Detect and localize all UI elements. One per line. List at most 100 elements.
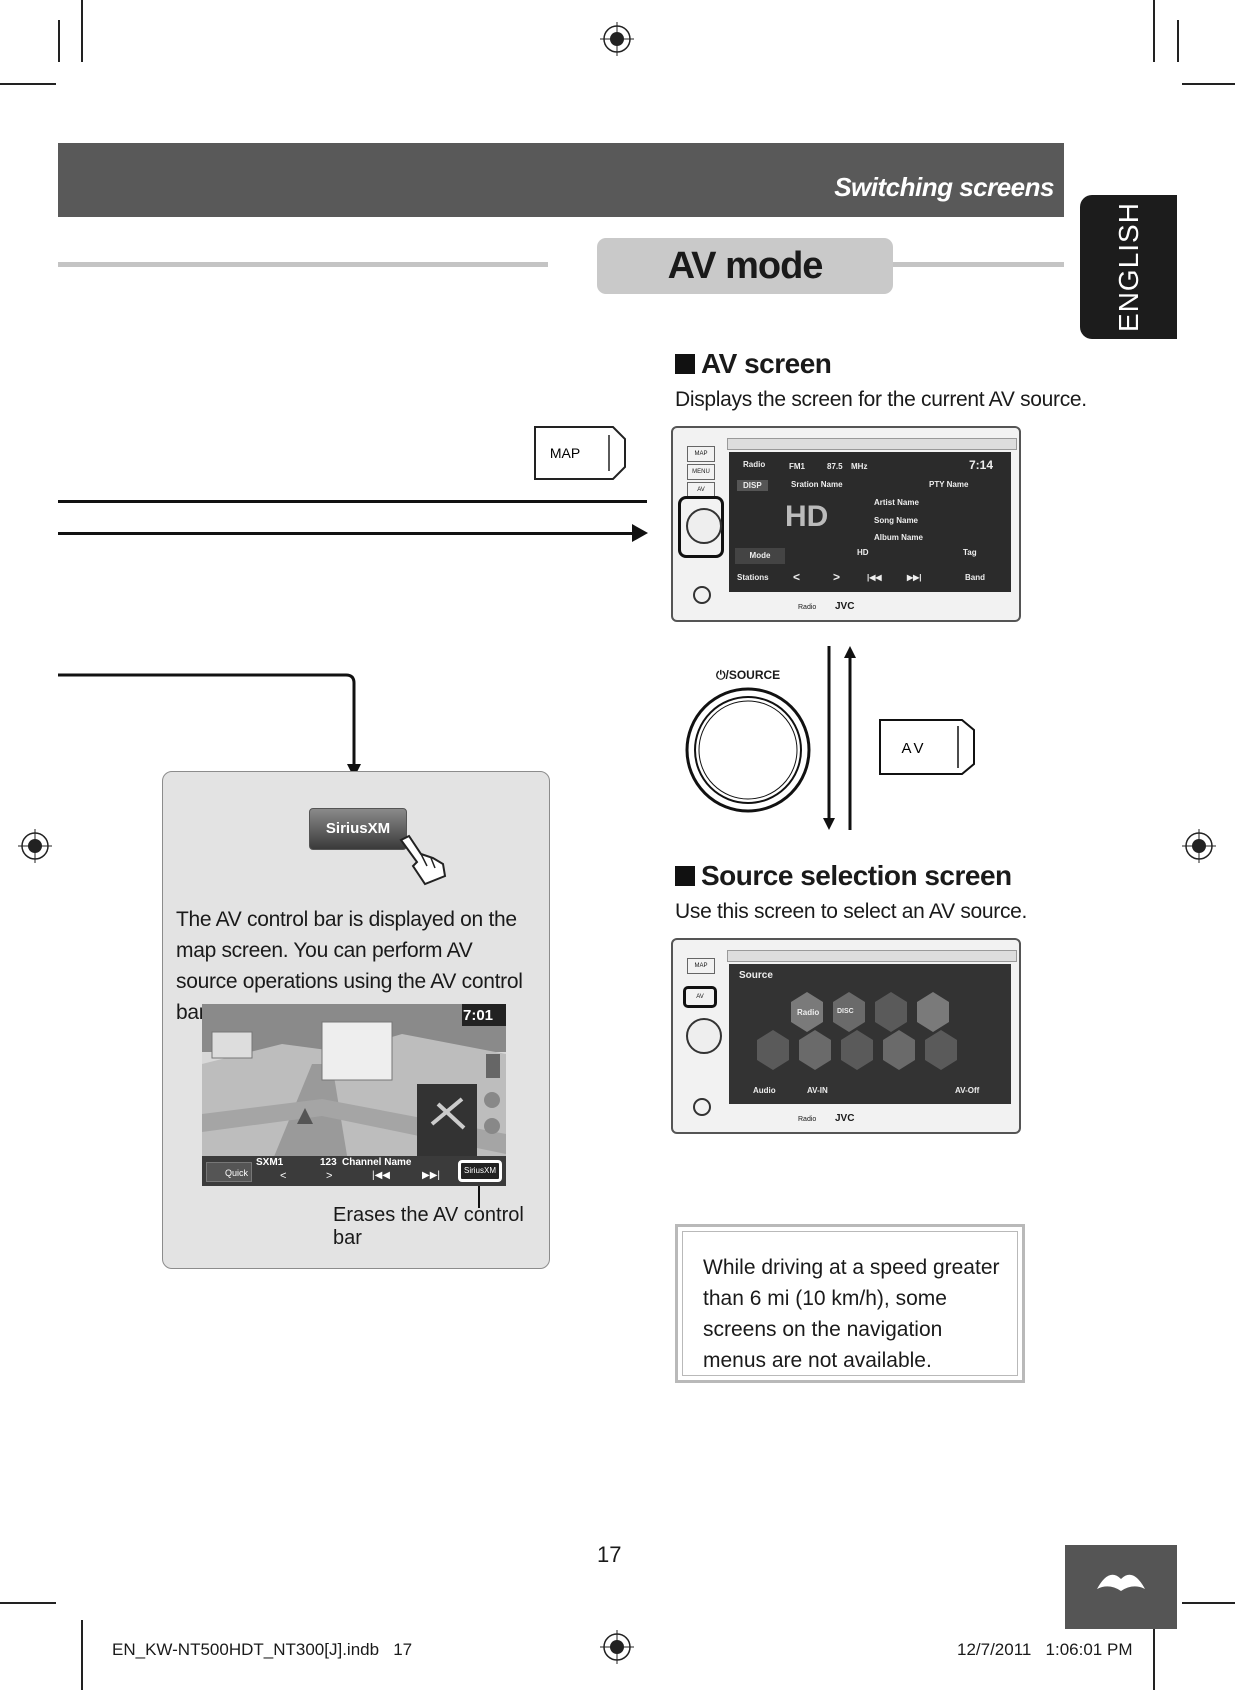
registration-mark-icon	[600, 1630, 634, 1664]
note-box: While driving at a speed greater than 6 …	[675, 1224, 1025, 1383]
registration-mark-icon	[600, 22, 634, 56]
callout-text: The AV control bar is displayed on the m…	[176, 908, 523, 1024]
source-selection-heading: Source selection screen	[675, 860, 1012, 892]
section-title: AV mode	[597, 238, 893, 294]
map-button-label: MAP	[550, 445, 580, 461]
audio-button[interactable]: Audio	[753, 1086, 776, 1095]
source-knob-label: ⏻/SOURCE	[716, 668, 781, 682]
jvc-logo: JVC	[835, 601, 855, 612]
device-aux-jack	[693, 1098, 711, 1116]
header-band: Switching screens	[58, 143, 1064, 217]
source-screen-title: Source	[739, 970, 773, 981]
skip-forward-icon[interactable]: ▶▶|	[422, 1170, 440, 1181]
source-selection-description: Use this screen to select an AV source.	[675, 900, 1028, 923]
stations-button[interactable]: Stations	[737, 573, 769, 582]
quick-label: Quick	[224, 1168, 248, 1178]
source-selection-device: MAP AV Source Radio DISC Audio AV-IN AV-…	[671, 938, 1021, 1134]
device-aux-jack	[693, 586, 711, 604]
station-name: Sration Name	[791, 480, 843, 489]
mode-button[interactable]: Mode	[735, 548, 785, 564]
channel-name: Channel Name	[342, 1157, 412, 1168]
device-knob-highlight[interactable]	[678, 496, 724, 558]
header-title: Switching screens	[834, 172, 1054, 202]
bottom-logo-hd-radio: Radio	[798, 604, 817, 611]
arrow-right-icon	[632, 524, 648, 542]
square-bullet-icon	[675, 354, 695, 374]
flow-line	[58, 500, 647, 503]
clock: 7:14	[969, 458, 994, 472]
toggle-arrows-icon	[823, 646, 856, 830]
corner-tab	[1065, 1545, 1177, 1629]
channel-number: 123	[320, 1157, 337, 1168]
footer-timestamp: 12/7/2011 1:06:01 PM	[957, 1640, 1133, 1659]
frequency-unit: MHz	[851, 462, 868, 471]
note-text: While driving at a speed greater than 6 …	[703, 1256, 1000, 1372]
jvc-logo: JVC	[835, 1113, 855, 1124]
tile-radio[interactable]: Radio	[797, 1008, 820, 1017]
caption-leader	[478, 1186, 480, 1208]
bottom-logo-hd-radio: Radio	[798, 1116, 817, 1123]
book-icon	[1097, 1574, 1145, 1591]
source-tiles	[757, 992, 957, 1070]
page-number: 17	[597, 1542, 622, 1567]
device-side-menu[interactable]: MENU	[687, 464, 715, 480]
av-button-label: AV	[902, 740, 927, 757]
disp-button[interactable]: DISP	[737, 480, 768, 491]
quick-button[interactable]: Quick	[206, 1162, 252, 1182]
square-bullet-icon	[675, 866, 695, 886]
next-button[interactable]: >	[326, 1170, 333, 1182]
album-name: Album Name	[874, 533, 923, 542]
map-view	[202, 1004, 506, 1186]
device-side-map[interactable]: MAP	[687, 446, 715, 462]
artist-name: Artist Name	[874, 498, 919, 507]
language-tab: ENGLISH	[1080, 195, 1177, 339]
language-tab-label: ENGLISH	[1112, 202, 1144, 332]
skip-back-icon[interactable]: |◀◀	[867, 573, 882, 582]
hd-logo: HD	[785, 500, 829, 533]
connector-arrow	[58, 673, 361, 778]
av-in-button[interactable]: AV-IN	[807, 1086, 828, 1095]
siriusxm-bar-label: SiriusXM	[463, 1166, 496, 1175]
flow-line	[58, 532, 636, 535]
tile-disc[interactable]: DISC	[837, 1008, 854, 1015]
skip-back-icon[interactable]: |◀◀	[372, 1170, 390, 1181]
av-screen-description: Displays the screen for the current AV s…	[675, 388, 1087, 411]
channel-id: SXM1	[256, 1157, 284, 1168]
tag-button[interactable]: Tag	[963, 548, 977, 557]
registration-mark-icon	[18, 829, 52, 863]
map-button[interactable]: MAP	[533, 425, 627, 481]
map-screenshot: 7:01 Quick SXM1 123 Channel Name < > |◀◀…	[202, 1004, 506, 1186]
siriusxm-label: SiriusXM	[325, 820, 391, 837]
band-label: FM1	[789, 462, 805, 471]
source-screen-display: Source Radio DISC Audio AV-IN AV-Off	[729, 964, 1011, 1104]
skip-forward-icon[interactable]: ▶▶|	[907, 573, 922, 582]
caption-text: Erases the AV control bar	[333, 1204, 524, 1249]
siriusxm-bar-button[interactable]: SiriusXM	[458, 1160, 502, 1182]
song-name: Song Name	[874, 516, 919, 525]
device-knob[interactable]	[686, 1018, 722, 1054]
device-side-map[interactable]: MAP	[687, 958, 715, 974]
hand-pointer-icon	[399, 834, 447, 886]
device-knob[interactable]	[686, 508, 722, 544]
section-rule-right	[893, 262, 1064, 267]
device-top-strip	[727, 438, 1017, 450]
note-inner: While driving at a speed greater than 6 …	[682, 1231, 1018, 1376]
next-icon[interactable]: >	[833, 570, 841, 584]
hd-button[interactable]: HD	[857, 548, 869, 557]
source-knob[interactable]	[684, 686, 812, 814]
device-side-av-highlight[interactable]: AV	[683, 986, 717, 1008]
av-button[interactable]: AV	[878, 716, 976, 778]
section-rule-left	[58, 262, 548, 267]
siriusxm-button[interactable]: SiriusXM	[309, 808, 407, 850]
map-clock: 7:01	[463, 1007, 494, 1024]
band-button[interactable]: Band	[965, 573, 985, 582]
av-off-button[interactable]: AV-Off	[955, 1086, 980, 1095]
footer-file: EN_KW-NT500HDT_NT300[J].indb 17	[112, 1640, 413, 1659]
pty-name: PTY Name	[929, 480, 969, 489]
prev-button[interactable]: <	[280, 1170, 287, 1182]
registration-mark-icon	[1182, 829, 1216, 863]
av-screen-device: MAP MENU AV Radio FM1 87.5 MHz 7:14 DISP…	[671, 426, 1021, 622]
callout-box: SiriusXM The AV control bar is displayed…	[162, 771, 550, 1269]
hd-radio-icon: Radio	[743, 460, 766, 469]
prev-icon[interactable]: <	[793, 570, 801, 584]
